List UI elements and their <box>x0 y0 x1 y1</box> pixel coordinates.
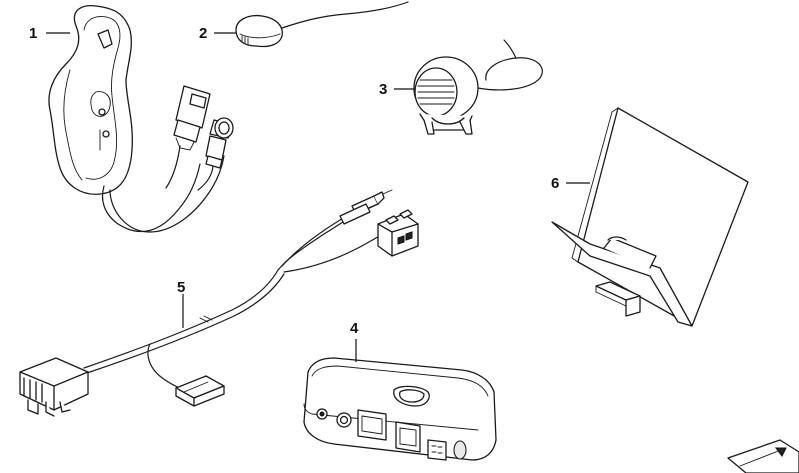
arrow-icon <box>727 439 799 473</box>
part-label-6: 6 <box>551 175 559 192</box>
part-label-5: 5 <box>177 279 185 296</box>
part-3-speaker <box>413 39 543 135</box>
leader-lines <box>46 32 590 362</box>
part-label-2: 2 <box>199 25 207 42</box>
part-4-control-unit <box>303 357 497 461</box>
part-label-3: 3 <box>379 81 387 98</box>
part-labels: 1 2 3 4 5 6 <box>29 25 559 337</box>
part-label-4: 4 <box>350 320 359 337</box>
part-1-cradle <box>48 4 234 233</box>
part-2-microphone <box>235 1 409 48</box>
part-6-holder <box>551 107 749 327</box>
part-label-1: 1 <box>29 25 37 42</box>
part-5-harness <box>19 189 419 417</box>
